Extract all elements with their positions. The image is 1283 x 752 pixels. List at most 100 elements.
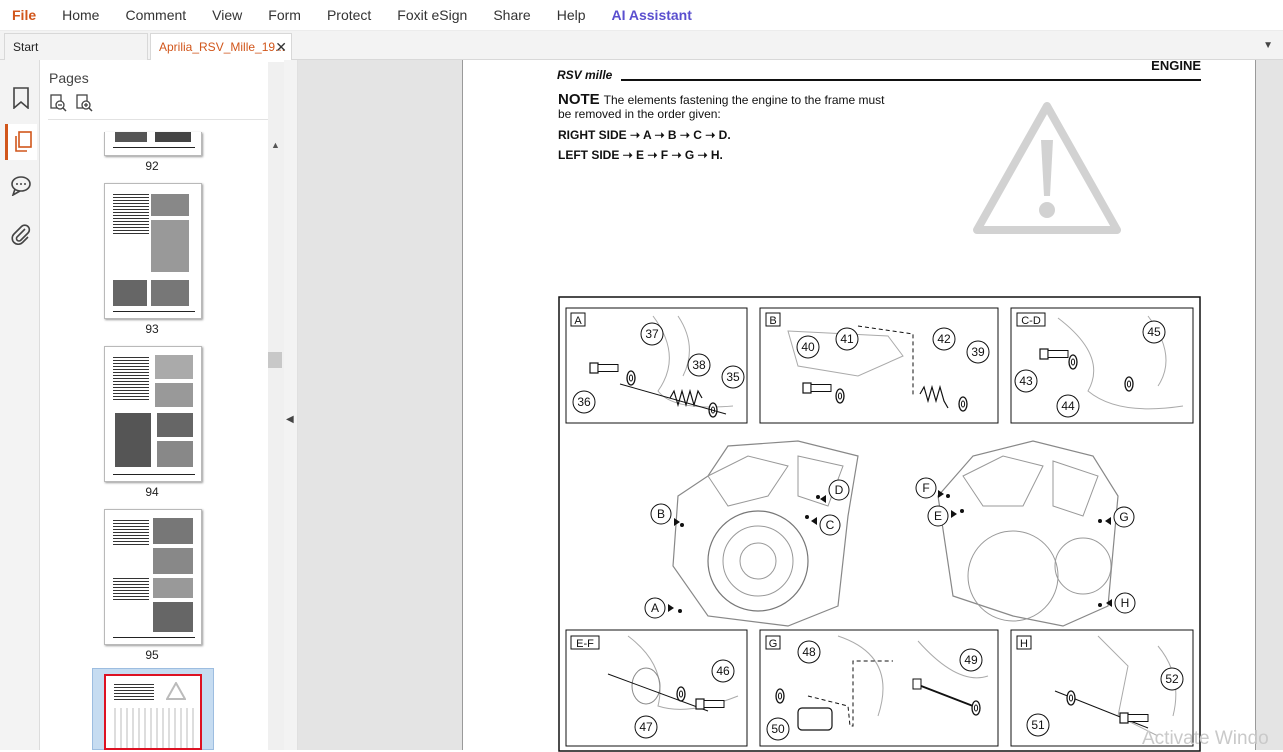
pages-panel-title: Pages <box>49 70 89 86</box>
note-text: The elements fastening the engine to the… <box>558 93 885 121</box>
page-thumbnail-92[interactable] <box>104 132 202 156</box>
header-rule <box>621 79 1201 81</box>
callout-46: 46 <box>711 659 735 683</box>
svg-text:42: 42 <box>937 332 951 346</box>
pages-panel-toolbar <box>49 94 93 117</box>
menu-help[interactable]: Help <box>556 6 586 23</box>
point-label-d: D <box>816 479 850 503</box>
menu-foxit-esign[interactable]: Foxit eSign <box>397 6 468 23</box>
svg-text:G: G <box>1119 510 1128 524</box>
point-label-b: B <box>650 503 684 527</box>
tab-document[interactable]: Aprilia_RSV_Mille_19... ✕ <box>150 33 292 60</box>
callout-41: 41 <box>835 327 859 351</box>
pages-icon[interactable] <box>5 124 37 160</box>
note-heading: NOTE <box>558 91 600 108</box>
callout-39: 39 <box>966 340 990 364</box>
svg-text:49: 49 <box>964 653 978 667</box>
tab-list-dropdown-icon[interactable]: ▼ <box>1263 40 1273 51</box>
page-thumbnail-94[interactable] <box>104 346 202 482</box>
svg-text:41: 41 <box>840 332 854 346</box>
point-label-a: A <box>644 597 682 619</box>
tab-start-label: Start <box>13 40 39 54</box>
svg-text:52: 52 <box>1165 672 1179 686</box>
menu-share[interactable]: Share <box>493 6 531 23</box>
box-label-b: B <box>769 315 776 327</box>
point-label-g: G <box>1098 506 1135 528</box>
callout-38: 38 <box>687 353 711 377</box>
svg-text:H: H <box>1121 596 1130 610</box>
callout-51: 51 <box>1026 713 1050 737</box>
page-label-94: 94 <box>145 485 159 499</box>
bookmark-icon[interactable] <box>5 80 37 116</box>
tab-bar: Start Aprilia_RSV_Mille_19... ✕ ▼ <box>0 31 1283 60</box>
svg-text:B: B <box>657 507 665 521</box>
menu-bar: File Home Comment View Form Protect Foxi… <box>0 0 1283 31</box>
scroll-up-arrow-icon[interactable]: ▲ <box>271 140 280 150</box>
pages-panel-scrollbar[interactable]: ▲ <box>268 62 284 750</box>
svg-text:38: 38 <box>692 358 706 372</box>
svg-text:46: 46 <box>716 664 730 678</box>
page-label-95: 95 <box>145 648 159 662</box>
page-label-92: 92 <box>145 159 159 173</box>
engine-right-view <box>672 440 859 627</box>
callout-40: 40 <box>796 335 820 359</box>
menu-file[interactable]: File <box>12 6 37 23</box>
tab-start[interactable]: Start <box>4 33 148 60</box>
collapse-left-arrow-icon[interactable]: ◀ <box>286 414 294 425</box>
engine-left-view <box>937 440 1119 627</box>
page-thumbnail-93[interactable] <box>104 183 202 319</box>
menu-protect[interactable]: Protect <box>326 6 372 23</box>
point-label-h: H <box>1098 592 1136 614</box>
scrollbar-thumb[interactable] <box>268 352 282 368</box>
box-label-g: G <box>769 638 778 650</box>
svg-text:D: D <box>835 483 844 497</box>
close-icon[interactable]: ✕ <box>275 39 287 55</box>
menu-form[interactable]: Form <box>268 6 301 23</box>
point-label-f: F <box>915 477 950 499</box>
svg-text:47: 47 <box>639 720 653 734</box>
comments-icon[interactable] <box>5 168 37 204</box>
right-side-order: RIGHT SIDE ➝ A ➝ B ➝ C ➝ D. <box>558 128 731 142</box>
svg-text:39: 39 <box>971 345 985 359</box>
callout-36: 36 <box>572 390 596 414</box>
callout-43: 43 <box>1014 369 1038 393</box>
point-label-c: C <box>805 514 841 536</box>
callout-35: 35 <box>721 365 745 389</box>
attachment-icon[interactable] <box>5 216 37 252</box>
svg-text:48: 48 <box>802 645 816 659</box>
callout-45: 45 <box>1142 320 1166 344</box>
menu-home[interactable]: Home <box>62 6 100 23</box>
menu-ai-assistant[interactable]: AI Assistant <box>611 6 692 23</box>
box-label-a: A <box>574 315 582 327</box>
activate-windows-watermark: Activate Windo <box>1142 728 1269 749</box>
page-thumbnail-96[interactable] <box>104 674 202 750</box>
svg-text:C: C <box>826 518 835 532</box>
page-thumbnail-95[interactable] <box>104 509 202 645</box>
svg-text:40: 40 <box>801 340 815 354</box>
callout-42: 42 <box>932 327 956 351</box>
page-section-title: ENGINE <box>1151 58 1201 73</box>
collapse-panel-bar[interactable]: ◀ <box>284 60 298 750</box>
menu-view[interactable]: View <box>212 6 243 23</box>
spring-part <box>669 388 703 408</box>
svg-text:50: 50 <box>771 722 785 736</box>
callout-52: 52 <box>1160 667 1184 691</box>
callout-44: 44 <box>1056 394 1080 418</box>
navigation-rail <box>0 60 40 750</box>
svg-text:44: 44 <box>1061 399 1075 413</box>
callout-37: 37 <box>640 322 664 346</box>
zoom-in-thumbnails-icon[interactable] <box>75 94 93 117</box>
page-brand: RSV mille <box>557 68 613 82</box>
callout-47: 47 <box>634 715 658 739</box>
engine-mounting-diagram: A B C-D <box>558 296 1201 752</box>
callouts: 35 36 37 38 39 40 41 42 43 44 45 46 47 4… <box>572 320 1184 741</box>
svg-text:35: 35 <box>726 370 740 384</box>
svg-text:51: 51 <box>1031 718 1045 732</box>
svg-text:45: 45 <box>1147 325 1161 339</box>
zoom-out-thumbnails-icon[interactable] <box>49 94 67 117</box>
svg-text:36: 36 <box>577 395 591 409</box>
menu-comment[interactable]: Comment <box>125 6 187 23</box>
svg-text:F: F <box>922 481 929 495</box>
